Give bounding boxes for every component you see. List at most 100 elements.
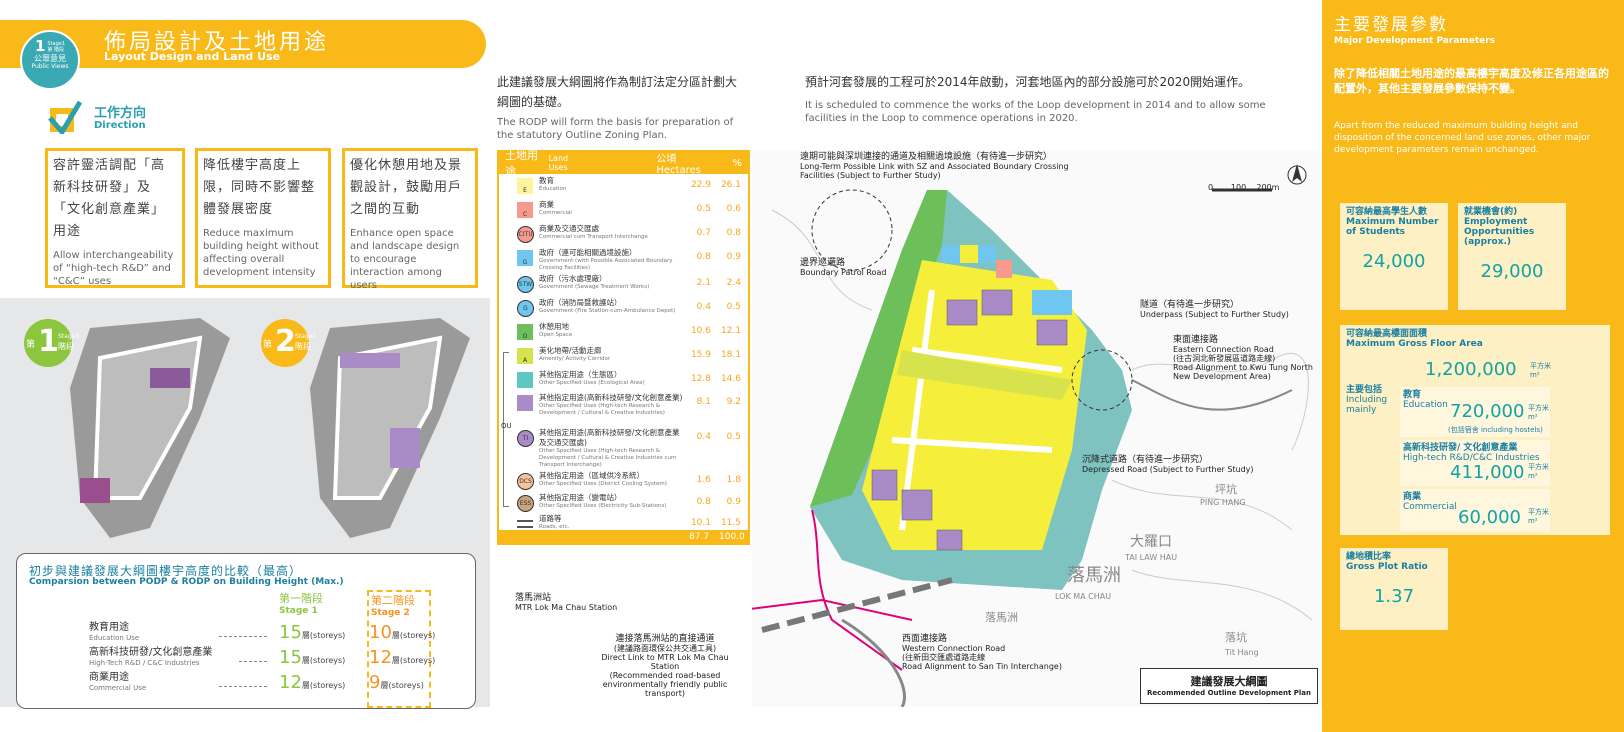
land-use-name-en: Other Specified Uses (High-tech Research… xyxy=(539,403,665,416)
scale-labels: 0 100 200m xyxy=(1208,183,1280,192)
land-use-name-zh: 休憩用地 xyxy=(539,322,569,331)
land-use-percent: 2.4 xyxy=(726,278,741,288)
land-use-percent: 18.1 xyxy=(720,350,741,360)
land-use-hectares: 0.4 xyxy=(696,302,711,312)
place-label: Tit Hang xyxy=(1225,648,1259,657)
map-label: 隧道（有待進一步研究）Underpass (Subject to Further… xyxy=(1140,300,1289,320)
land-use-hectares: 10.6 xyxy=(690,326,711,336)
land-use-hectares: 0.4 xyxy=(696,432,711,442)
land-use-swatch: ESS xyxy=(517,495,534,512)
land-use-hectares: 15.9 xyxy=(690,350,711,360)
stage-maps xyxy=(24,318,470,538)
map-label: 遠期可能與深圳連接的通道及相關過境設施（有待進一步研究）Long-Term Po… xyxy=(800,152,1069,181)
road-swatch xyxy=(517,520,533,528)
land-use-percent: 12.1 xyxy=(720,326,741,336)
land-use-hectares: 8.1 xyxy=(696,397,711,407)
land-use-name-zh: 商業及交通交匯處 xyxy=(539,224,599,233)
height-comparison-box: 初步與建議發展大綱圖樓宇高度的比較（最高） Comparsion between… xyxy=(16,553,476,709)
header-banner xyxy=(0,20,486,68)
land-use-name-en: Commercial cum Transport Interchange xyxy=(539,234,648,240)
land-use-hectares: 0.7 xyxy=(696,228,711,238)
students-value: 24,000 xyxy=(1362,251,1426,272)
stage-number: 1 xyxy=(34,37,46,55)
page-title: 佈局設計及土地用途 xyxy=(104,30,330,55)
jobs-box: 就業機會(約)Employment Opportunities (approx.… xyxy=(1458,203,1566,310)
land-use-name-zh: 政府（連可能相關過境設施） xyxy=(539,248,637,257)
land-use-swatch: G xyxy=(517,250,533,266)
land-use-name-zh: 其他指定用途（區域供冷系統） xyxy=(539,471,644,480)
rodp-intro-zh: 此建議發展大綱圖將作為制訂法定分區計劃大綱圖的基礎。 xyxy=(497,75,738,109)
land-use-swatch: A xyxy=(517,348,533,364)
stage2-prefix: 第 xyxy=(263,340,273,350)
direction-title: 工作方向 xyxy=(94,106,147,121)
land-use-swatch xyxy=(517,372,533,388)
place-label: 落馬洲 xyxy=(1067,565,1121,586)
jobs-value: 29,000 xyxy=(1480,261,1544,282)
land-use-name-zh: 其他指定用途(高新科技研發/文化創意產業) xyxy=(539,393,683,402)
rail-line xyxy=(761,577,953,633)
direction-subtitle: Direction xyxy=(94,120,146,131)
schedule-en: It is scheduled to commence the works of… xyxy=(805,100,1266,124)
land-use-swatch: O xyxy=(517,324,533,340)
parameters-panel: 主要發展參數 Major Development Parameters 除了降低… xyxy=(1322,0,1624,732)
land-use-name-en: Government (Sewage Treatment Works) xyxy=(539,284,650,290)
params-intro-en: Apart from the reduced maximum building … xyxy=(1334,121,1591,155)
stage1-prefix: 第 xyxy=(26,340,36,350)
ou-label: OU xyxy=(501,422,512,430)
schedule-zh: 預計河套發展的工程可於2014年啟動，河套地區內的部分設施可於2020開始運作。 xyxy=(805,75,1251,89)
land-use-percent: 14.6 xyxy=(720,374,741,384)
place-label: 大羅口 xyxy=(1130,534,1172,550)
land-use-name-zh: 其他指定用途（生態區） xyxy=(539,370,622,379)
contour-lines xyxy=(771,209,1313,621)
place-label: 坪坑 xyxy=(1215,483,1237,496)
land-use-percent: 26.1 xyxy=(720,180,741,190)
land-use-name-en: Other Specified Uses (Ecological Area) xyxy=(539,380,645,386)
land-use-percent: 0.5 xyxy=(726,432,741,442)
direct-link-road xyxy=(811,509,903,671)
land-use-name-en: Other Specified Uses (High-tech Research… xyxy=(539,448,677,468)
land-use-name-zh: 教育 xyxy=(539,176,554,185)
land-use-percent: 0.5 xyxy=(726,302,741,312)
stage1-badge xyxy=(24,319,72,367)
badge-stage-en: Stage1 xyxy=(47,40,66,47)
land-use-name-zh: 其他指定用途(高新科技研發/文化創意產業及交通交匯處) xyxy=(539,428,680,447)
plot-ratio-value: 1.37 xyxy=(1373,586,1415,607)
land-use-hectares: 2.1 xyxy=(696,278,711,288)
land-use-hectares: 12.8 xyxy=(690,374,711,384)
land-use-percent: 9.2 xyxy=(726,397,741,407)
land-use-name-en: Government (Fire Station-cum-Ambulance D… xyxy=(539,308,676,314)
land-use-percent: 0.6 xyxy=(726,204,741,214)
params-intro-zh: 除了降低相關土地用途的最高樓宇高度及修正各用途區的配置外，其他主要發展參數保持不… xyxy=(1334,67,1609,95)
land-use-hectares: 0.8 xyxy=(696,252,711,262)
stage2-label-zh: 階段 xyxy=(295,342,311,351)
card-title: 降低樓宇高度上限，同時不影響整體發展密度 xyxy=(203,158,316,217)
stage2-number: 2 xyxy=(275,324,296,359)
land-use-percent: 11.5 xyxy=(720,518,741,528)
land-use-name-zh: 政府（消防局暨救護站） xyxy=(539,298,622,307)
land-use-swatch: STW xyxy=(517,276,534,293)
land-use-hectares: 0.5 xyxy=(696,204,711,214)
land-use-name-zh: 其他指定用途（變電站） xyxy=(539,493,622,502)
rodp-intro-en: The RODP will form the basis for prepara… xyxy=(497,117,734,141)
place-label: LOK MA CHAU xyxy=(1055,592,1112,601)
stage1-number: 1 xyxy=(38,324,59,359)
land-use-hectares: 1.6 xyxy=(696,475,711,485)
badge-label-en: Public Views xyxy=(31,63,69,70)
